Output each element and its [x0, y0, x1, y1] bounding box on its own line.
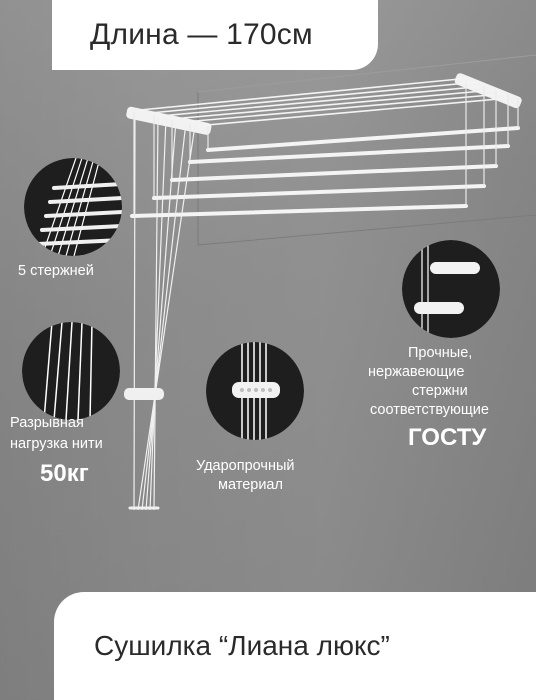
thread-label-line2: нагрузка нити	[10, 436, 103, 452]
steel-label-line4: соответствующие	[370, 402, 489, 418]
length-banner: Длина — 170см	[52, 0, 378, 70]
product-name-banner: Сушилка “Лиана люкс”	[54, 592, 536, 700]
steel-label-line3: стержни	[412, 383, 468, 399]
thread-load-value: 50кг	[40, 460, 89, 487]
rod-end-closeup-icon	[402, 240, 500, 338]
product-name: Сушилка “Лиана люкс”	[94, 630, 390, 661]
material-label-line2: материал	[218, 477, 283, 493]
length-title: Длина — 170см	[90, 18, 313, 51]
thread-label-line1: Разрывная	[10, 415, 84, 431]
steel-label-line1: Прочные,	[408, 345, 473, 361]
rods-closeup-icon	[24, 158, 122, 256]
rods-label: 5 стержней	[18, 263, 94, 279]
steel-label-line2: нержавеющие	[368, 364, 465, 380]
material-label-line1: Ударопрочный	[196, 458, 295, 474]
pulley-closeup-icon	[206, 342, 304, 440]
steel-standard-value: ГОСТУ	[408, 424, 487, 451]
threads-closeup-icon	[22, 322, 120, 420]
